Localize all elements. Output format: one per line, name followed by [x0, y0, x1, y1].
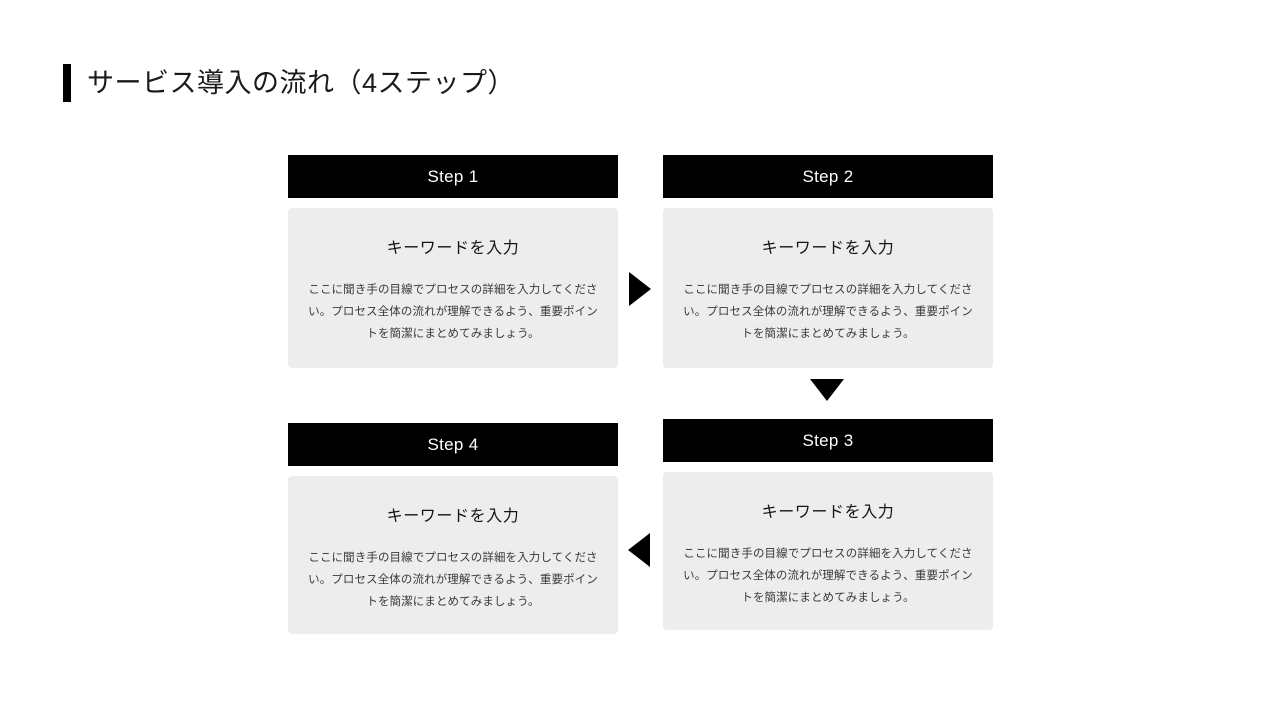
title-accent-bar — [63, 64, 71, 102]
step-body-step3: キーワードを入力 ここに聞き手の目線でプロセスの詳細を入力してください。プロセス… — [663, 472, 993, 630]
step-description-step1: ここに聞き手の目線でプロセスの詳細を入力してください。プロセス全体の流れが理解で… — [308, 284, 598, 340]
step-header-step2: Step 2 — [663, 155, 993, 198]
step-keyword-step2: キーワードを入力 — [761, 240, 895, 257]
page-title-text: サービス導入の流れ（4ステップ） — [87, 67, 516, 98]
page-title: サービス導入の流れ（4ステップ） — [63, 64, 515, 102]
step-body-step1: キーワードを入力 ここに聞き手の目線でプロセスの詳細を入力してください。プロセス… — [288, 208, 618, 368]
step-header-step1: Step 1 — [288, 155, 618, 198]
step-keyword-step3: キーワードを入力 — [761, 504, 895, 521]
step-keyword-step4: キーワードを入力 — [386, 508, 520, 525]
step-description-step4: ここに聞き手の目線でプロセスの詳細を入力してください。プロセス全体の流れが理解で… — [308, 552, 598, 608]
step-card-step2[interactable]: Step 2 キーワードを入力 ここに聞き手の目線でプロセスの詳細を入力してくだ… — [663, 155, 993, 368]
step-card-step3[interactable]: Step 3 キーワードを入力 ここに聞き手の目線でプロセスの詳細を入力してくだ… — [663, 419, 993, 630]
step-header-step4: Step 4 — [288, 423, 618, 466]
step-description-step2: ここに聞き手の目線でプロセスの詳細を入力してください。プロセス全体の流れが理解で… — [683, 284, 973, 340]
arrow-left-icon — [628, 533, 650, 567]
arrow-right-icon — [629, 272, 651, 306]
step-header-step3: Step 3 — [663, 419, 993, 462]
step-card-step4[interactable]: Step 4 キーワードを入力 ここに聞き手の目線でプロセスの詳細を入力してくだ… — [288, 423, 618, 634]
arrow-down-icon — [810, 379, 844, 401]
step-body-step2: キーワードを入力 ここに聞き手の目線でプロセスの詳細を入力してください。プロセス… — [663, 208, 993, 368]
step-description-step3: ここに聞き手の目線でプロセスの詳細を入力してください。プロセス全体の流れが理解で… — [683, 548, 973, 604]
step-body-step4: キーワードを入力 ここに聞き手の目線でプロセスの詳細を入力してください。プロセス… — [288, 476, 618, 634]
step-card-step1[interactable]: Step 1 キーワードを入力 ここに聞き手の目線でプロセスの詳細を入力してくだ… — [288, 155, 618, 368]
step-keyword-step1: キーワードを入力 — [386, 240, 520, 257]
